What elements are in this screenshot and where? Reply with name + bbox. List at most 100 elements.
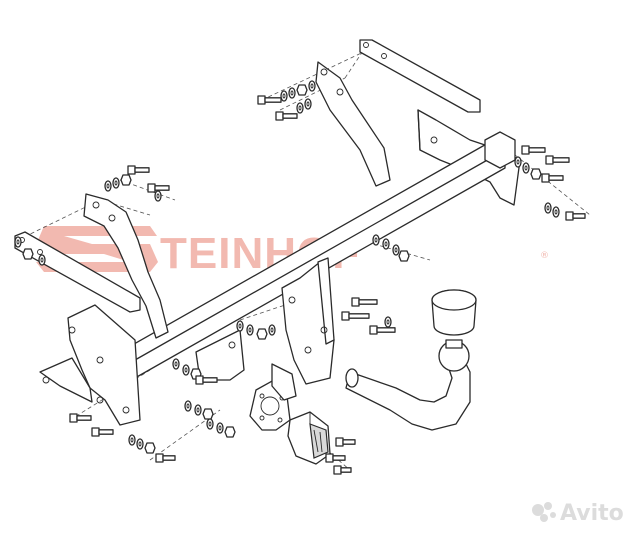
nut bbox=[296, 84, 308, 96]
bolt-shank bbox=[264, 97, 282, 103]
nut bbox=[120, 174, 132, 186]
washer bbox=[184, 400, 192, 412]
washer bbox=[384, 316, 392, 328]
bolt-head bbox=[69, 413, 78, 423]
washer-hole bbox=[196, 407, 200, 413]
fasteners bbox=[14, 80, 586, 475]
socket-plate bbox=[249, 363, 297, 431]
washer-hole bbox=[516, 159, 520, 165]
washer bbox=[194, 404, 202, 416]
washer-hole bbox=[546, 205, 550, 211]
washer bbox=[382, 238, 390, 250]
electric-socket bbox=[287, 411, 331, 465]
washer bbox=[236, 320, 244, 332]
washer-hole bbox=[248, 327, 252, 333]
washer bbox=[514, 156, 522, 168]
bolt-head bbox=[147, 183, 156, 193]
washer bbox=[296, 102, 304, 114]
bolt-head bbox=[565, 211, 574, 221]
washer-hole bbox=[156, 193, 160, 199]
washer bbox=[522, 162, 530, 174]
washer-hole bbox=[290, 90, 294, 96]
washer-hole bbox=[106, 183, 110, 189]
nut bbox=[224, 426, 236, 438]
bolt-head bbox=[325, 453, 334, 463]
washer bbox=[112, 177, 120, 189]
washer bbox=[268, 324, 276, 336]
washer bbox=[172, 358, 180, 370]
washer bbox=[104, 180, 112, 192]
bolt-head bbox=[155, 453, 164, 463]
washer bbox=[128, 434, 136, 446]
washer-hole bbox=[282, 93, 286, 99]
washer bbox=[246, 324, 254, 336]
washer bbox=[392, 244, 400, 256]
right-upper-bracket bbox=[315, 61, 391, 187]
tow-neck bbox=[345, 355, 471, 431]
washer bbox=[206, 418, 214, 430]
center-bracket bbox=[281, 257, 335, 385]
washer bbox=[544, 202, 552, 214]
bolt-head bbox=[91, 427, 100, 437]
bolt-head bbox=[333, 465, 342, 475]
bolt-head bbox=[541, 173, 550, 183]
bolt-shank bbox=[348, 313, 370, 319]
left-mounting-strip bbox=[14, 231, 141, 313]
tow-ball bbox=[438, 339, 470, 372]
bolt-shank bbox=[154, 185, 170, 191]
washer-hole bbox=[374, 237, 378, 243]
bolt-head bbox=[195, 375, 204, 385]
washer-hole bbox=[384, 241, 388, 247]
bolt-shank bbox=[358, 299, 378, 305]
bolt-shank bbox=[376, 327, 396, 333]
nut bbox=[202, 408, 214, 420]
washer bbox=[308, 80, 316, 92]
washer-hole bbox=[386, 319, 390, 325]
washer bbox=[38, 254, 46, 266]
washer-hole bbox=[138, 441, 142, 447]
bolt-head bbox=[275, 111, 284, 121]
washer-hole bbox=[270, 327, 274, 333]
washer-hole bbox=[186, 403, 190, 409]
washer-hole bbox=[310, 83, 314, 89]
bolt-head bbox=[545, 155, 554, 165]
washer bbox=[154, 190, 162, 202]
bolt-shank bbox=[282, 113, 298, 119]
bolt-head bbox=[369, 325, 378, 335]
bolt-shank bbox=[340, 467, 352, 473]
bolt-shank bbox=[572, 213, 586, 219]
washer-hole bbox=[208, 421, 212, 427]
washer bbox=[288, 87, 296, 99]
bolt-head bbox=[335, 437, 344, 447]
bolt-shank bbox=[162, 455, 176, 461]
washer-hole bbox=[394, 247, 398, 253]
bolt-shank bbox=[548, 175, 564, 181]
washer-hole bbox=[184, 367, 188, 373]
washer bbox=[136, 438, 144, 450]
bolt-shank bbox=[332, 455, 346, 461]
nut bbox=[530, 168, 542, 180]
nut bbox=[144, 442, 156, 454]
top-mounting-strip bbox=[359, 39, 481, 113]
avito-text: Avito bbox=[560, 501, 624, 526]
left-upper-bracket bbox=[83, 193, 169, 339]
nut bbox=[398, 250, 410, 262]
left-main-bracket bbox=[39, 304, 141, 426]
bolt-head bbox=[257, 95, 266, 105]
washer bbox=[216, 422, 224, 434]
bolt-head bbox=[127, 165, 136, 175]
washer-hole bbox=[218, 425, 222, 431]
washer-hole bbox=[298, 105, 302, 111]
bolt-shank bbox=[76, 415, 92, 421]
washer bbox=[304, 98, 312, 110]
bolt-shank bbox=[552, 157, 570, 163]
nut bbox=[256, 328, 268, 340]
bolt-head bbox=[351, 297, 360, 307]
washer-hole bbox=[554, 209, 558, 215]
washer-hole bbox=[130, 437, 134, 443]
washer-hole bbox=[524, 165, 528, 171]
bolt-shank bbox=[98, 429, 114, 435]
nut bbox=[22, 248, 34, 260]
